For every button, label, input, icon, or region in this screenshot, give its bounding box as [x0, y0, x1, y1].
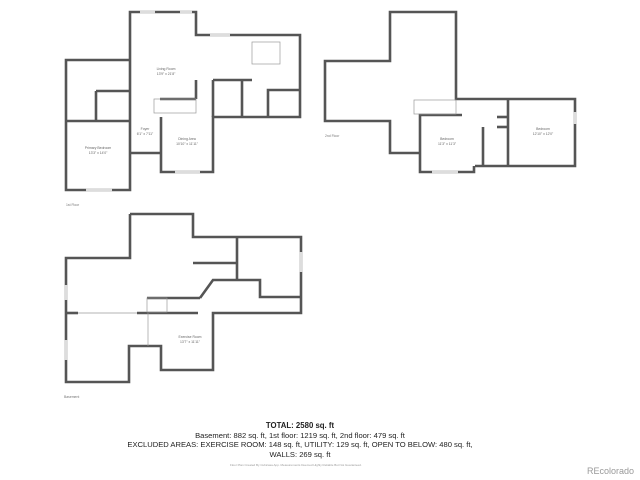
room-size: 13'7" x 11'11" [180, 340, 201, 344]
room-name: Living Room [157, 67, 176, 71]
room-name: Primary Bedroom [85, 146, 112, 150]
room-size: 13'3" x 14'0" [89, 151, 108, 155]
floor-label: Basement [64, 395, 79, 399]
stairs [153, 98, 197, 114]
kitchen-island [251, 41, 281, 65]
room-size: 6'1" x 7'11" [137, 132, 154, 136]
wall [198, 278, 301, 299]
basement-plan: Exercise Room 13'7" x 11'11" Basement [64, 212, 303, 399]
brand-logo: REcolorado [586, 466, 634, 476]
room-size: 10'10" x 11'11" [176, 142, 199, 146]
floor-label: 1st Floor [66, 203, 80, 207]
room-name: Foyer [141, 127, 151, 131]
room-size: 12'10" x 12'0" [533, 132, 554, 136]
wall [64, 58, 132, 192]
first-floor-plan: Living Room 13'9" x 21'8" Foyer 6'1" x 7… [64, 10, 302, 207]
wall [418, 113, 476, 174]
wall [323, 10, 577, 168]
wall [266, 88, 300, 117]
room-name: Bedroom [440, 137, 454, 141]
stairs [146, 297, 168, 313]
second-floor-plan: Bedroom 11'3" x 11'3" Bedroom 12'10" x 1… [323, 10, 577, 174]
room-name: Exercise Room [179, 335, 202, 339]
excluded-areas: EXCLUDED AREAS: EXERCISE ROOM: 148 sq. f… [127, 440, 473, 449]
room-name: Dining Area [178, 137, 196, 141]
total-area: TOTAL: 2580 sq. ft [265, 421, 335, 430]
area-summary: TOTAL: 2580 sq. ft Basement: 882 sq. ft,… [127, 421, 472, 459]
room-size: 13'9" x 21'8" [157, 72, 176, 76]
room-size: 11'3" x 11'3" [438, 142, 457, 146]
stairs [413, 99, 457, 115]
floor-label: 2nd Floor [325, 134, 340, 138]
room-name: Bedroom [536, 127, 550, 131]
walls-area: WALLS: 269 sq. ft [269, 449, 331, 459]
floor-areas: Basement: 882 sq. ft, 1st floor: 1219 sq… [195, 430, 405, 440]
credit-text: Floor Plan Created By Cubicasa App. Meas… [230, 463, 362, 467]
